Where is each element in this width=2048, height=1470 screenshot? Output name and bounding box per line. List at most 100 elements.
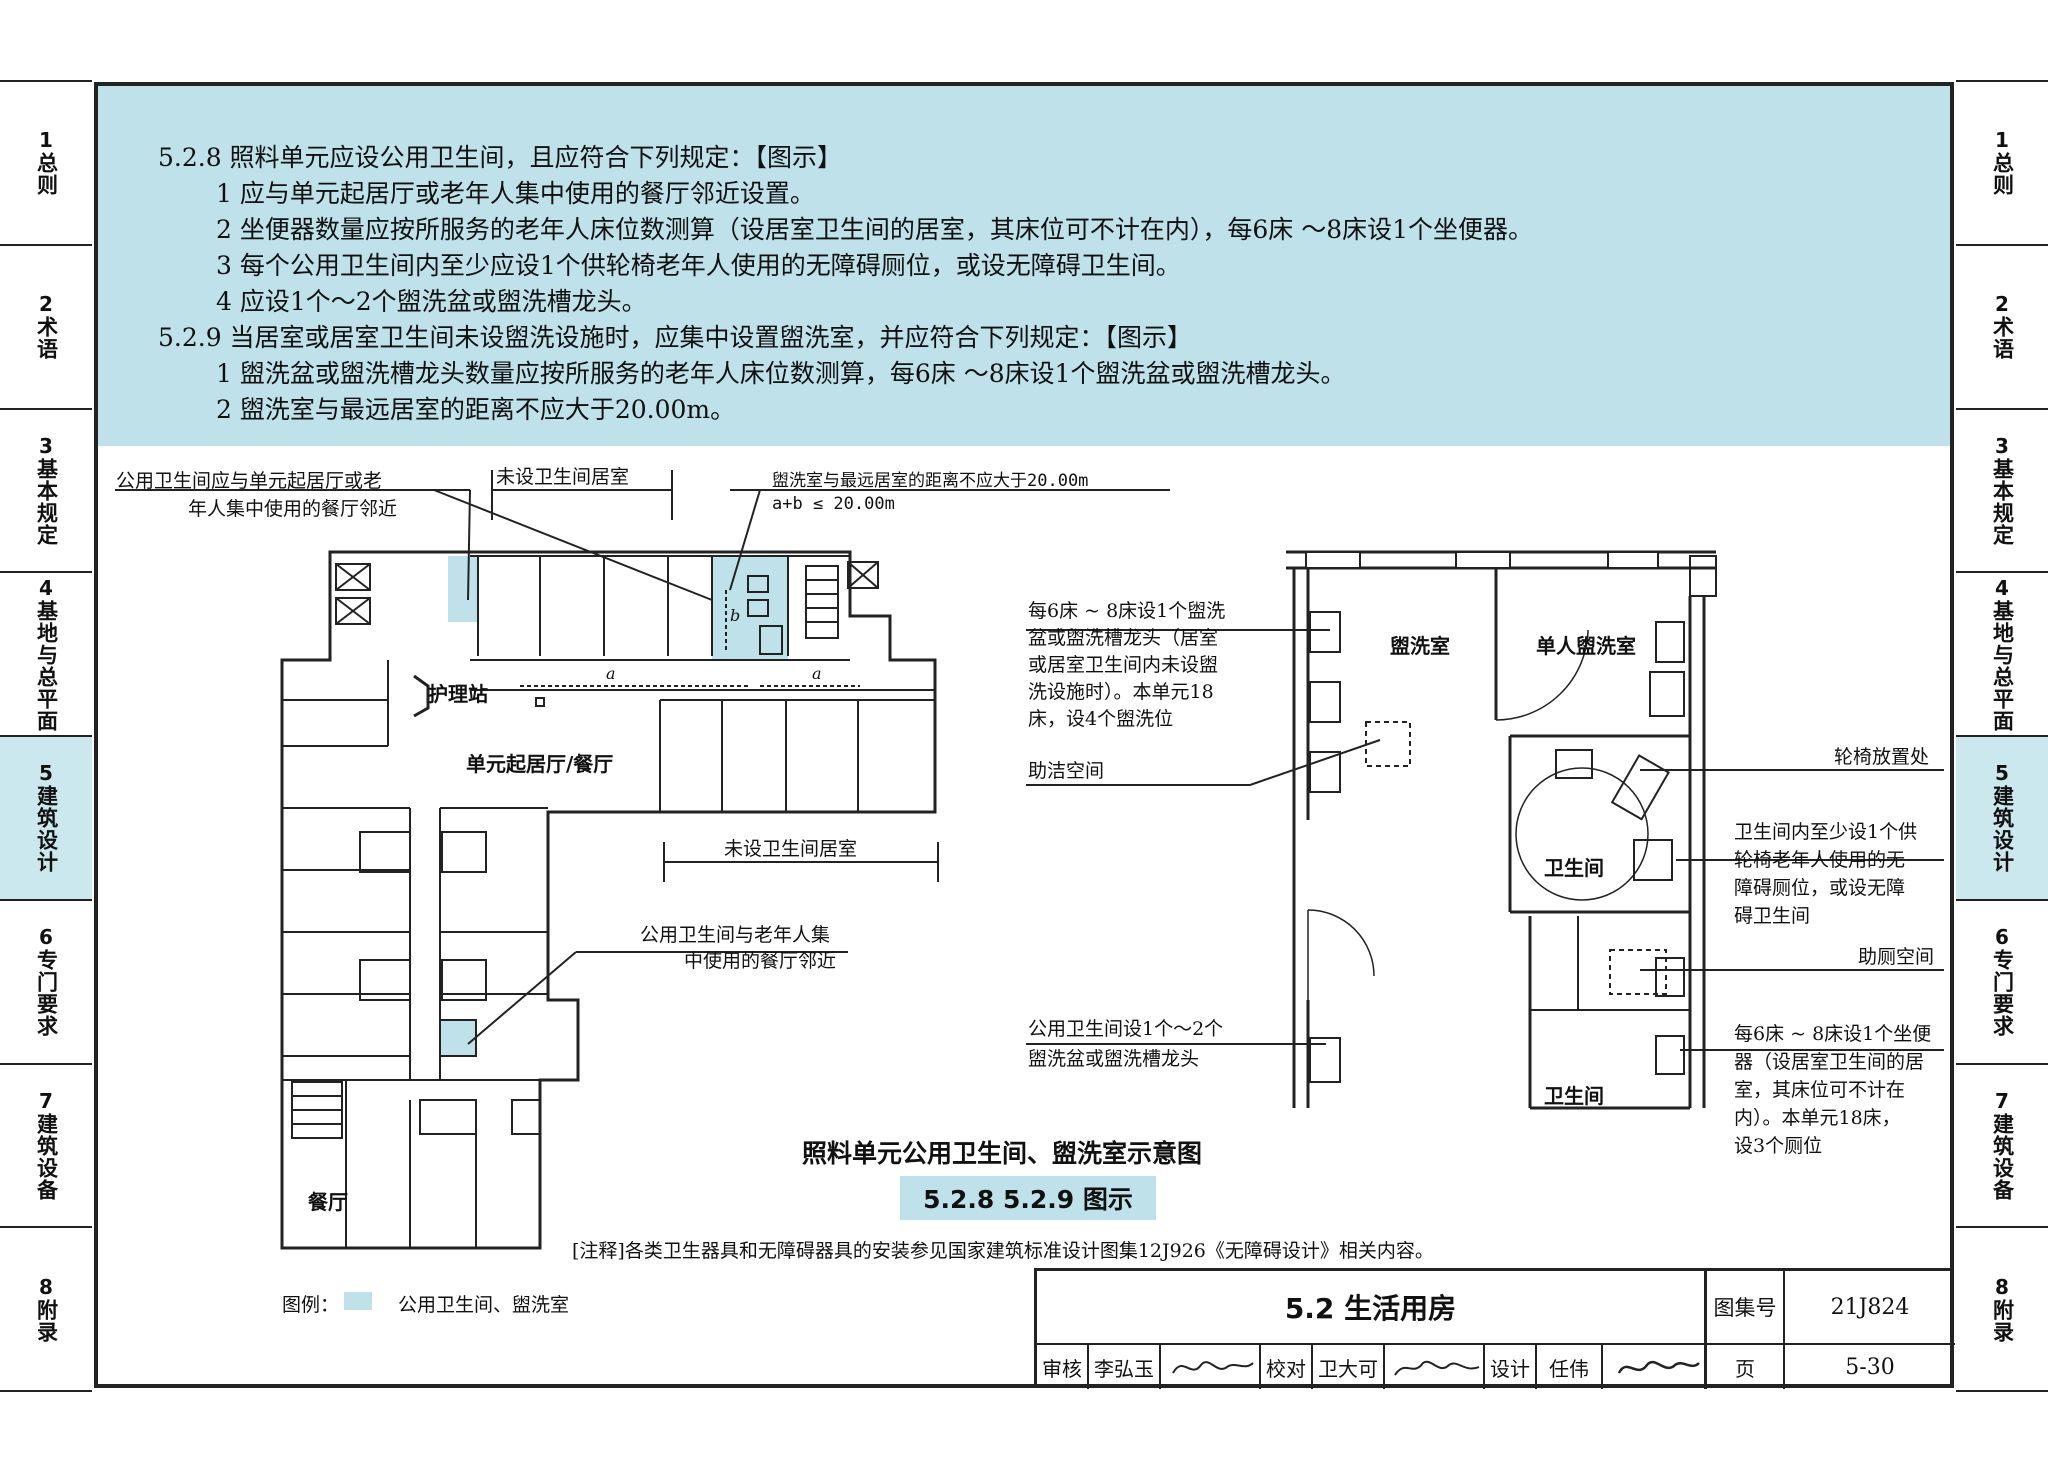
living-room-label: 单元起居厅/餐厅 <box>466 752 614 776</box>
reviewer-signature <box>1161 1345 1261 1389</box>
tab-label: 总则 <box>34 152 59 197</box>
annotation-line: 盆或盥洗槽龙头（居室 <box>1028 627 1219 649</box>
tab-label: 建筑设备 <box>34 1112 59 1201</box>
annotation-line: 盥洗盆或盥洗槽龙头 <box>1028 1048 1200 1070</box>
design-label: 设计 <box>1485 1345 1537 1389</box>
annotation-line: 室，其床位可不计在 <box>1734 1079 1906 1101</box>
tab-num: 2 <box>39 292 53 317</box>
annotation-line: 设3个厕位 <box>1734 1135 1823 1157</box>
plan-annotation: 未设卫生间居室 <box>724 838 858 860</box>
checker-signature <box>1385 1345 1485 1389</box>
tab-num: 4 <box>1995 575 2009 600</box>
note-text: [注释]各类卫生器具和无障碍器具的安装参见国家建筑标准设计图集12J926《无障… <box>572 1240 1434 1262</box>
plan-annotation: 未设卫生间居室 <box>496 466 630 488</box>
highlight-room <box>448 556 478 622</box>
annotation-line: 每6床 ~ 8床设1个盥洗 <box>1028 600 1226 622</box>
legend-text: 公用卫生间、盥洗室 <box>398 1294 570 1316</box>
tab-num: 2 <box>1995 292 2009 317</box>
page-label: 页 <box>1707 1345 1785 1389</box>
detail-annotation-right2: 卫生间内至少设1个供 轮椅老年人使用的无 障碍厕位，或设无障 碍卫生间 <box>1734 818 1917 930</box>
tab-num: 8 <box>1995 1274 2009 1299</box>
annotation-line: 每6床 ~ 8床设1个坐便 <box>1734 1023 1932 1045</box>
signature-mark <box>1394 1360 1480 1376</box>
tab-num: 3 <box>39 433 53 458</box>
tab-num: 1 <box>1995 128 2009 153</box>
legend-label: 图例： <box>282 1294 340 1316</box>
detail-plan <box>1026 550 1944 1110</box>
tab-label: 术语 <box>1990 316 2015 361</box>
checker-name: 卫大可 <box>1313 1345 1385 1389</box>
dim-label: a <box>812 664 822 683</box>
check-label: 校对 <box>1261 1345 1313 1389</box>
title-block: 5.2 生活用房 图集号 21J824 审核 李弘玉 校对 卫大可 设计 任伟 … <box>1034 1268 1955 1389</box>
annotation-line: 卫生间内至少设1个供 <box>1734 821 1918 843</box>
title-cell: 5.2 生活用房 <box>1037 1271 1707 1345</box>
page-number: 5-30 <box>1845 1354 1895 1380</box>
tab-label: 总则 <box>1990 152 2015 197</box>
clause-item: 2 坐便器数量应按所服务的老年人床位数测算（设居室卫生间的居室，其床位可不计在内… <box>216 215 1534 244</box>
atlas-label: 图集号 <box>1707 1271 1785 1345</box>
plan-annotation: 年人集中使用的餐厅邻近 <box>188 498 398 520</box>
highlight-room <box>440 1020 476 1056</box>
annotation-line: 碍卫生间 <box>1734 905 1811 927</box>
clause-item: 3 每个公用卫生间内至少应设1个供轮椅老年人使用的无障碍厕位，或设无障碍卫生间。 <box>216 251 1181 280</box>
floor-plan <box>115 470 1170 1250</box>
annotation-line: 公用卫生间设1个～2个 <box>1028 1018 1224 1040</box>
tab-label: 基本规定 <box>1990 457 2015 546</box>
tab-num: 8 <box>39 1274 53 1299</box>
single-wash-label: 单人盥洗室 <box>1536 634 1636 658</box>
signature-mark <box>1617 1360 1700 1374</box>
tab-num: 5 <box>39 761 53 786</box>
clause-item: 4 应设1个～2个盥洗盆或盥洗槽龙头。 <box>216 287 647 316</box>
tab-num: 4 <box>39 575 53 600</box>
tab-num: 6 <box>39 925 53 950</box>
clause-item: 1 应与单元起居厅或老年人集中使用的餐厅邻近设置。 <box>216 179 815 208</box>
clause-item: 1 盥洗盆或盥洗槽龙头数量应按所服务的老年人床位数测算，每6床 ～8床设1个盥洗… <box>216 359 1346 388</box>
highlight-room <box>712 556 788 660</box>
legend-swatch <box>344 1292 372 1310</box>
dining-label: 餐厅 <box>308 1190 348 1214</box>
plan-annotation: a+b ≤ 20.00m <box>772 494 895 514</box>
figure-caption-box: 5.2.8 5.2.9 图示 <box>900 1176 1156 1220</box>
detail-annotation-left2: 助洁空间 <box>1028 760 1105 782</box>
plan-annotation: 中使用的餐厅邻近 <box>684 950 837 972</box>
toilet-label: 卫生间 <box>1544 856 1604 880</box>
tab-label: 附录 <box>1990 1298 2015 1343</box>
annotation-line: 洗设施时）。本单元18 <box>1028 681 1214 703</box>
plan-annotation: 盥洗室与最远居室的距离不应大于20.00m <box>772 471 1089 491</box>
atlas-number: 21J824 <box>1785 1271 1955 1345</box>
tab-num: 3 <box>1995 433 2009 458</box>
tab-num: 5 <box>1995 761 2009 786</box>
figure-caption: 照料单元公用卫生间、盥洗室示意图 <box>802 1139 1203 1168</box>
tab-label: 附录 <box>34 1298 59 1343</box>
detail-annotation-left3: 公用卫生间设1个～2个 盥洗盆或盥洗槽龙头 <box>1028 1014 1223 1074</box>
annotation-line: 床，设4个盥洗位 <box>1028 708 1174 730</box>
plan-annotation: 公用卫生间应与单元起居厅或老 <box>116 470 383 492</box>
plan-annotation: 公用卫生间与老年人集 <box>640 924 831 946</box>
wash-room-label: 盥洗室 <box>1390 634 1450 658</box>
clause-5-2-9: 5.2.9 当居室或居室卫生间未设盥洗设施时，应集中设置盥洗室，并应符合下列规定… <box>158 323 1193 352</box>
tab-num: 1 <box>39 128 53 153</box>
detail-annotation-right4: 每6床 ~ 8床设1个坐便 器（设居室卫生间的居 室，其床位可不计在 内）。本单… <box>1734 1020 1931 1160</box>
tab-label: 基地与总平面 <box>1990 599 2015 732</box>
toilet-label: 卫生间 <box>1544 1084 1604 1108</box>
review-label: 审核 <box>1037 1345 1089 1389</box>
